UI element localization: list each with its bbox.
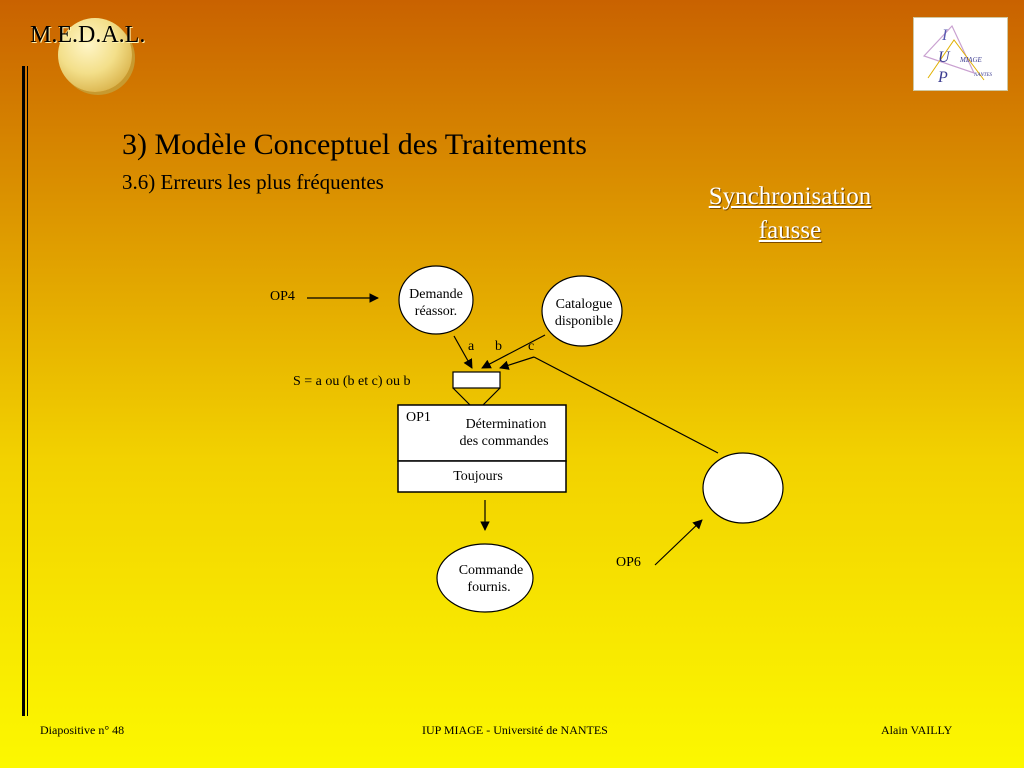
label-c: c bbox=[528, 339, 534, 354]
logo-letter-p: P bbox=[937, 69, 948, 86]
event-commande-line-1: Commande bbox=[459, 563, 524, 578]
event-catalogue-line-2: disponible bbox=[555, 314, 613, 329]
logo-word-nantes: NANTES bbox=[973, 73, 993, 78]
arrow-c-line bbox=[533, 356, 719, 454]
sync-box bbox=[452, 371, 501, 389]
slide-number: Diapositive n° 48 bbox=[40, 723, 125, 737]
event-demande-line-2: réassor. bbox=[415, 304, 457, 319]
event-commande-line-2: fournis. bbox=[467, 580, 510, 595]
emission-rule-box bbox=[397, 460, 567, 493]
emission-rule-label: Toujours bbox=[453, 469, 503, 484]
arrow-a bbox=[453, 335, 473, 369]
op6-arrow bbox=[654, 519, 703, 566]
left-vertical-rule bbox=[22, 66, 25, 716]
highlight-line-1: Synchronisation bbox=[708, 183, 872, 210]
operation-name-line-2: des commandes bbox=[459, 434, 548, 449]
event-demande-reassor bbox=[398, 265, 474, 335]
slide-subtitle: 3.6) Erreurs les plus fréquentes bbox=[122, 170, 384, 194]
operation-id: OP1 bbox=[406, 410, 431, 425]
sync-funnel bbox=[452, 387, 501, 406]
operation-name-line-1: Détermination bbox=[466, 417, 547, 432]
event-empty bbox=[702, 452, 784, 524]
left-vertical-rule-thin bbox=[27, 66, 28, 716]
footer-author: Alain VAILLY bbox=[881, 723, 953, 737]
iup-miage-logo: I U P MIAGE NANTES bbox=[913, 17, 1008, 91]
logo-word-miage: MIAGE bbox=[959, 56, 982, 64]
label-b: b bbox=[495, 339, 502, 354]
event-catalogue-line-1: Catalogue bbox=[556, 297, 613, 312]
op6-label: OP6 bbox=[616, 555, 641, 570]
event-catalogue-disponible bbox=[541, 275, 623, 347]
op4-label: OP4 bbox=[270, 289, 295, 304]
logo-letter-i: I bbox=[941, 27, 948, 44]
logo-graphic: I U P MIAGE NANTES bbox=[922, 24, 993, 86]
highlight-line-2: fausse bbox=[758, 217, 822, 244]
event-demande-line-1: Demande bbox=[409, 287, 463, 302]
sync-rule-label: S = a ou (b et c) ou b bbox=[293, 374, 411, 389]
brand-title: M.E.D.A.L. bbox=[30, 22, 146, 48]
highlight-caption: Synchronisation fausse bbox=[690, 180, 890, 248]
event-commande-fournis bbox=[436, 543, 534, 613]
medal-coin-icon bbox=[58, 18, 132, 92]
label-a: a bbox=[468, 339, 475, 354]
footer-org: IUP MIAGE - Université de NANTES bbox=[422, 723, 608, 737]
arrow-c bbox=[499, 356, 535, 370]
slide-title: 3) Modèle Conceptuel des Traitements bbox=[122, 128, 587, 161]
logo-letter-u: U bbox=[938, 49, 951, 66]
operation-box bbox=[397, 404, 567, 462]
arrow-b bbox=[481, 334, 546, 369]
